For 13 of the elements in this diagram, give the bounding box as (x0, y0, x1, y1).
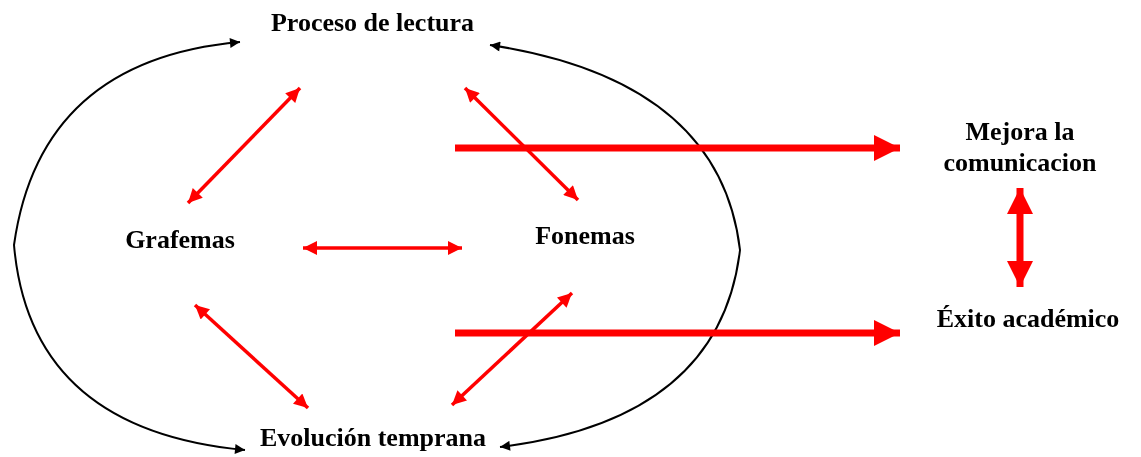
node-label: Grafemas (125, 224, 235, 256)
arrow (303, 241, 462, 255)
arrow (463, 86, 580, 202)
node-label: Evolución temprana (259, 422, 487, 454)
node-label: Fonemas (535, 220, 635, 252)
node-label: Proceso de lectura (270, 7, 475, 39)
node-label: Mejora la comunicacion (942, 115, 1098, 179)
arrow (193, 303, 310, 410)
arrow (186, 86, 302, 205)
arrow (450, 291, 574, 407)
curved-arrow (489, 41, 741, 451)
curved-arrow (13, 38, 246, 454)
node-label: Éxito académico (936, 303, 1120, 335)
